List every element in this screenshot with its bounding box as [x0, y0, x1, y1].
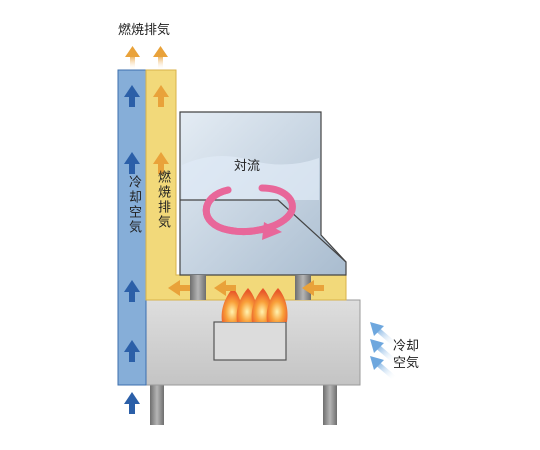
vessel-liquid-surface — [182, 156, 319, 200]
up-arrow-icon — [153, 152, 169, 174]
right-leg — [323, 385, 337, 425]
cooling-air-label-line1: 冷却 — [393, 339, 420, 354]
convection-arrow-icon — [202, 184, 296, 240]
incoming-air-arrows — [370, 322, 398, 382]
cooling-air-duct — [117, 69, 147, 386]
exhaust-out-arrows — [125, 46, 168, 69]
left-arrow-icon — [214, 280, 236, 296]
up-arrow-icon — [124, 280, 140, 302]
top-exhaust-label: 燃焼排気 — [118, 23, 171, 38]
air-arrow-icon — [370, 339, 398, 365]
burner-flames — [221, 288, 288, 322]
exhaust-up-arrows — [153, 85, 169, 174]
left-arrow-icon — [168, 280, 190, 296]
up-arrow-icon — [124, 392, 140, 414]
exhaust-left-arrows — [168, 280, 324, 296]
air-arrow-icon — [370, 322, 398, 348]
up-arrow-icon — [124, 340, 140, 362]
left-support — [190, 275, 206, 300]
burner-window — [213, 321, 287, 361]
cooling-duct-label: 冷却空気 — [126, 175, 141, 235]
left-leg — [150, 385, 164, 425]
up-arrow-icon — [124, 85, 140, 107]
left-arrow-icon — [302, 280, 324, 296]
up-arrow-icon — [125, 46, 140, 69]
air-arrow-icon — [370, 356, 398, 382]
up-arrow-icon — [153, 85, 169, 107]
convection-label: 対流 — [234, 159, 261, 174]
cooling-up-arrows — [124, 85, 140, 414]
exhaust-duct-label: 燃焼排気 — [155, 170, 170, 230]
up-arrow-icon — [153, 46, 168, 69]
cooling-air-label-line2: 空気 — [393, 356, 420, 371]
up-arrow-icon — [124, 152, 140, 174]
